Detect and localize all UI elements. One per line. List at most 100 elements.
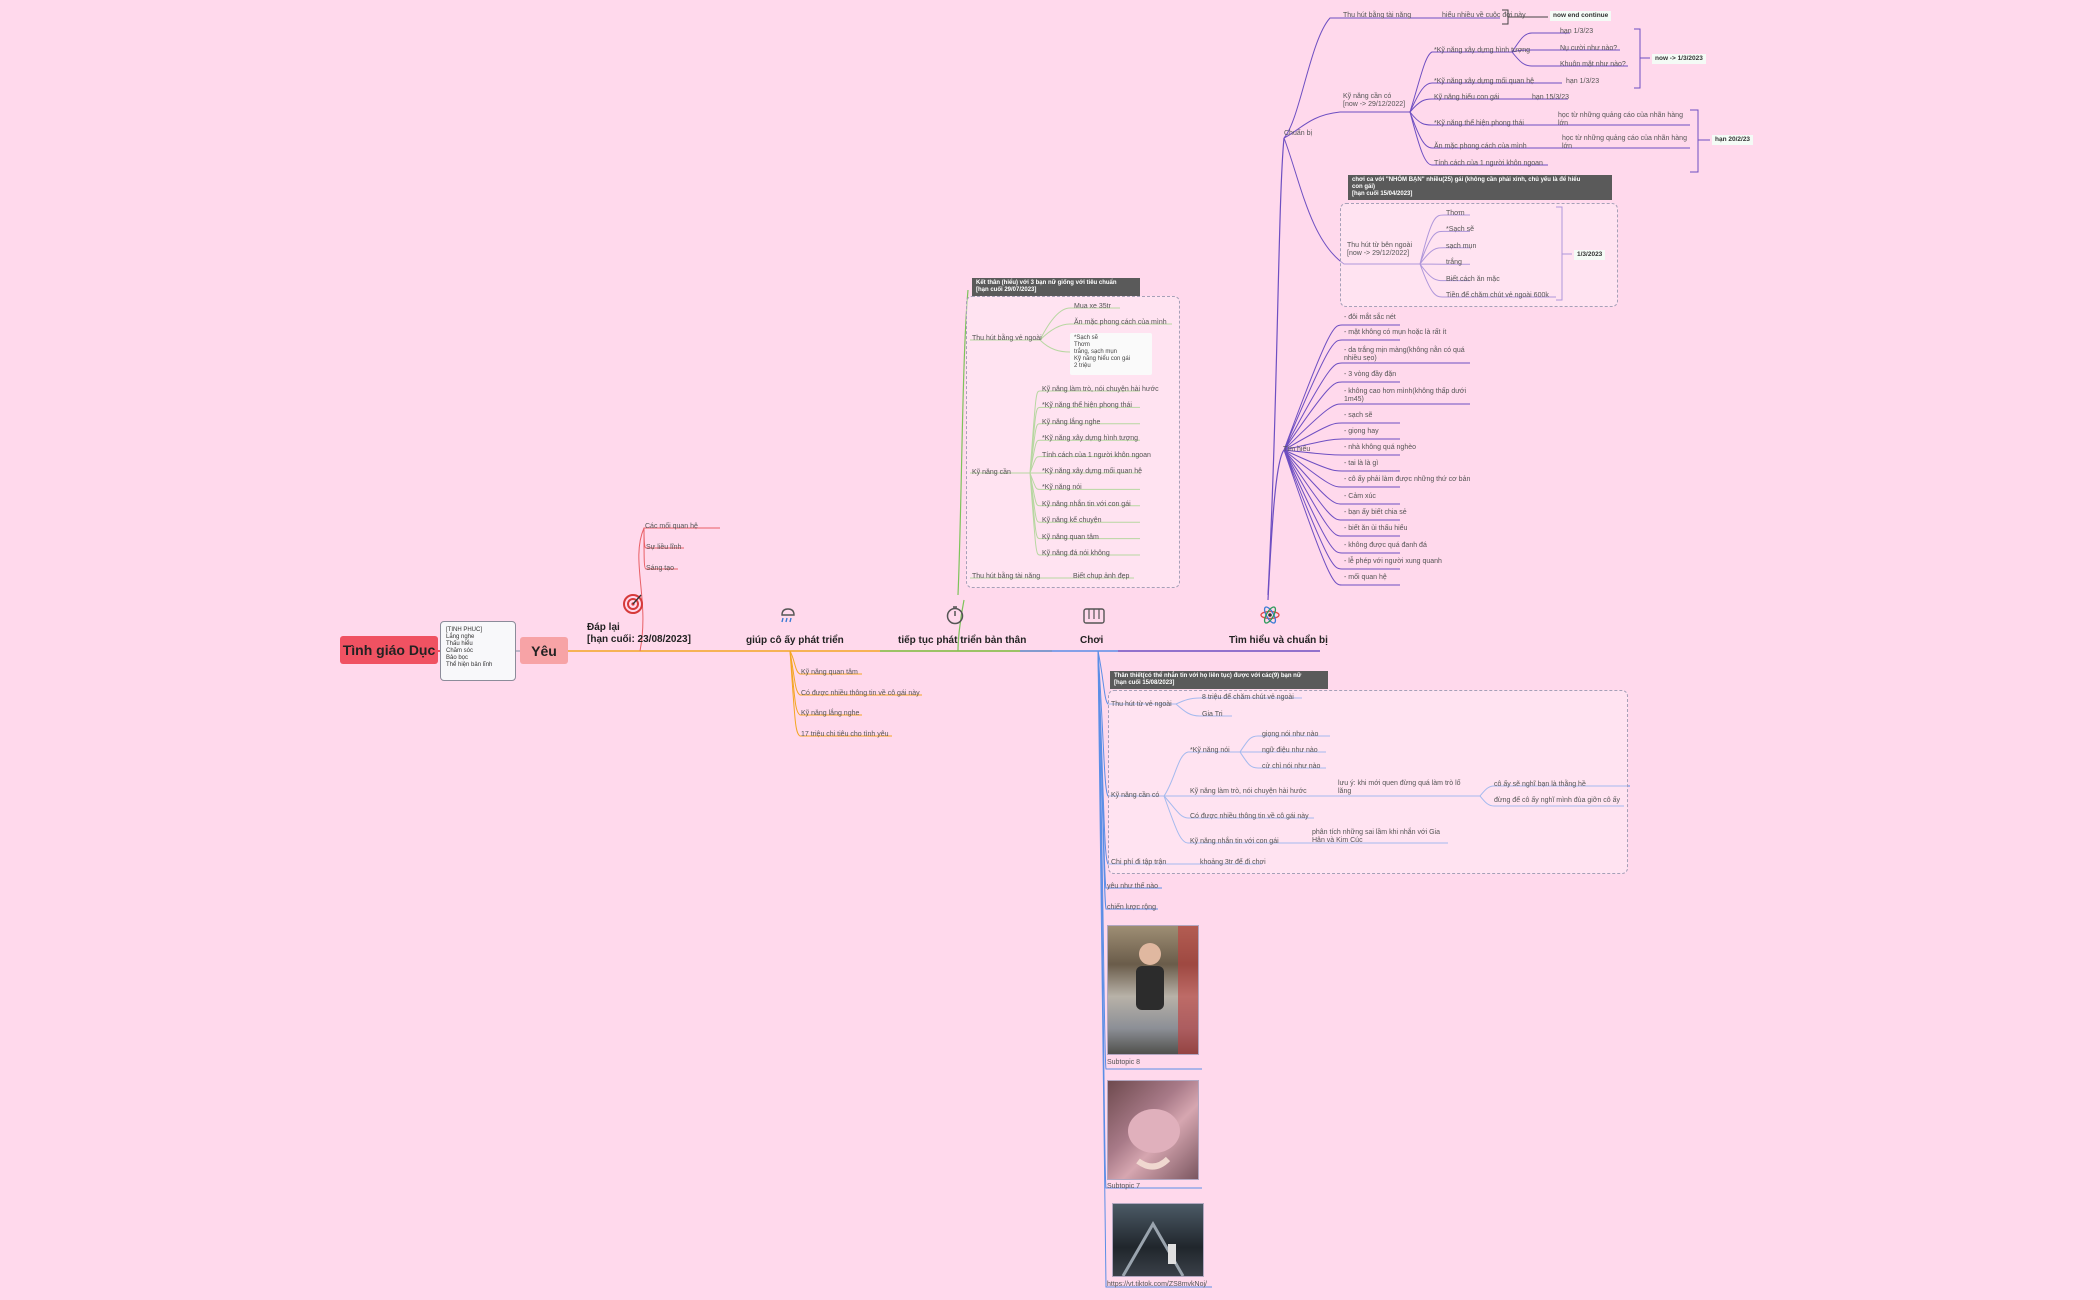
tiep-tuc-tainang-item[interactable]: Biết chụp ảnh đẹp: [1073, 573, 1130, 580]
photo-subtopic-7[interactable]: [1107, 1080, 1199, 1180]
tim-hieu-ngoai-item[interactable]: Thơm: [1446, 210, 1465, 217]
dap-lai-item[interactable]: Các mối quan hệ: [645, 523, 698, 530]
choi-ngoai-item[interactable]: Gia Tri: [1202, 711, 1223, 718]
choi-noi-item[interactable]: giọng nói như nào: [1262, 731, 1319, 738]
tim-hieu-tinhcach[interactable]: Tính cách của 1 người khôn ngoan: [1434, 160, 1543, 167]
choi-luu-y[interactable]: lưu ý: khi mới quen đừng quá làm trò lố …: [1338, 780, 1461, 796]
tim-hieu-item[interactable]: - mối quan hệ: [1344, 574, 1387, 581]
tiep-tuc-ngoai-item[interactable]: Mua xe 35tr: [1074, 303, 1111, 310]
choi-chiphi[interactable]: Chi phí đi tập trận: [1111, 859, 1167, 866]
subtopic-7-label[interactable]: Subtopic 7: [1107, 1183, 1141, 1190]
tiep-tuc-ngoai-item[interactable]: Ăn mặc phong cách của mình: [1074, 319, 1167, 326]
tim-hieu-ngoai-item[interactable]: trắng: [1446, 259, 1462, 267]
tim-hieu-item[interactable]: - Cảm xúc: [1344, 493, 1376, 500]
tim-hieu-ngoai[interactable]: Thu hút từ bên ngoài [now -> 29/12/2022]: [1347, 242, 1412, 258]
tim-hieu-kynang[interactable]: Kỹ năng cần có [now -> 29/12/2022]: [1343, 93, 1423, 109]
branch-tiep-tuc-title[interactable]: tiếp tục phát triển bản thân: [898, 635, 1027, 646]
tim-hieu-tainang-item[interactable]: hiểu nhiều về cuộc đời này: [1442, 12, 1526, 19]
tiep-tuc-kynang-item[interactable]: Kỹ năng đá nói không: [1042, 550, 1110, 557]
tim-hieu-item[interactable]: - biết ăn ủi thấu hiểu: [1344, 525, 1408, 532]
branch-giup-title[interactable]: giúp cô ấy phát triển: [746, 635, 844, 646]
tim-hieu-item[interactable]: - tai là là gì: [1344, 460, 1379, 467]
tim-hieu-phongthai[interactable]: *Kỹ năng thể hiện phong thái: [1434, 120, 1524, 127]
choi-noi-item[interactable]: ngữ điệu như nào: [1262, 747, 1318, 754]
now-tag[interactable]: now -> 1/3/2023: [1652, 54, 1706, 64]
tim-hieu-item[interactable]: - da trắng mịn màng(không nằn có quá nhi…: [1344, 347, 1465, 362]
choi-extra[interactable]: chiến lược rộng: [1107, 904, 1156, 911]
giup-item[interactable]: Có được nhiều thông tin về cô gái này: [801, 690, 920, 697]
tim-hieu-item[interactable]: - cô ấy phải làm được những thứ cơ bản: [1344, 476, 1471, 483]
now-end-tag[interactable]: now end continue: [1550, 11, 1612, 21]
hinhtuong-item[interactable]: Nụ cười như nào?: [1560, 45, 1618, 52]
tim-hieu-item[interactable]: - không cao hơn mình(không thấp dưới 1m4…: [1344, 388, 1467, 403]
choi-chiphi-item[interactable]: khoảng 3tr để đi chơi: [1200, 859, 1266, 866]
tim-hieu-ngoai-item[interactable]: Tiền để chăm chút vẻ ngoài 600k: [1446, 292, 1549, 299]
tiep-tuc-kynang-item[interactable]: Kỹ năng kể chuyện: [1042, 517, 1102, 525]
tiep-tuc-kynang-item[interactable]: Kỹ năng lắng nghe: [1042, 418, 1101, 426]
choi-nhantin-note[interactable]: phân tích những sai lầm khi nhắn với Gia…: [1312, 829, 1440, 845]
tim-hieu-ngoai-item[interactable]: *Sạch sẽ: [1446, 226, 1475, 234]
han20-tag[interactable]: hạn 20/2/23: [1712, 135, 1754, 145]
tiep-tuc-kynang[interactable]: Kỹ năng cần: [972, 469, 1011, 476]
branch-dap-lai-title[interactable]: Đáp lại [hạn cuối: 23/08/2023]: [587, 622, 691, 646]
tim-hieu-tainang[interactable]: Thu hút bằng tài năng: [1343, 12, 1412, 19]
tim-hieu-item[interactable]: - sạch sẽ: [1344, 412, 1373, 419]
tiep-tuc-kynang-item[interactable]: *Kỹ năng thể hiện phong thái: [1042, 402, 1132, 410]
branch-tim-hieu-title[interactable]: Tìm hiểu và chuẩn bị: [1229, 635, 1328, 646]
hinhtuong-item[interactable]: hạn 1/3/23: [1560, 28, 1594, 35]
giup-item[interactable]: 17 triệu chi tiêu cho tình yêu: [801, 731, 889, 738]
subtopic-8-label[interactable]: Subtopic 8: [1107, 1059, 1141, 1066]
tim-hieu-item[interactable]: - mặt không có mụn hoặc là rất ít: [1344, 329, 1447, 336]
tim-hieu-item[interactable]: - đôi mắt sắc nét: [1344, 314, 1396, 321]
phongthai-item[interactable]: học từ những quảng cáo của nhãn hàng lớn: [1558, 112, 1688, 128]
choi-luu-y-item[interactable]: cô ấy sẽ nghĩ bạn là thằng hề: [1494, 781, 1586, 788]
tim-hieu-header[interactable]: chơi ca với "NHÓM BẠN" nhiều(25) gái (kh…: [1348, 175, 1612, 200]
anmac-item[interactable]: học từ những quảng cáo của nhãn hàng lớn: [1562, 135, 1692, 151]
tim-hieu-quanhe[interactable]: *Kỹ năng xây dựng mối quan hệ: [1434, 78, 1535, 85]
choi-ngoai-item[interactable]: 8 triệu để chăm chút vẻ ngoài: [1202, 694, 1294, 701]
dap-lai-item[interactable]: Sáng tạo: [646, 565, 675, 572]
tim-hieu-item[interactable]: - lễ phép với người xung quanh: [1344, 558, 1442, 565]
choi-noi[interactable]: *Kỹ năng nói: [1190, 747, 1230, 754]
choi-ngoai[interactable]: Thu hút từ vẻ ngoài: [1111, 701, 1172, 708]
tiep-tuc-kynang-item[interactable]: Kỹ năng làm trò, nói chuyện hài hước: [1042, 386, 1159, 393]
tim-hieu-anmac[interactable]: Ăn mặc phong cách của mình: [1434, 143, 1527, 150]
tiep-tuc-tainang[interactable]: Thu hút bằng tài năng: [972, 573, 1041, 580]
tiep-tuc-kynang-item[interactable]: *Kỹ năng xây dựng hình tượng: [1042, 435, 1139, 443]
tim-hieu-item[interactable]: - 3 vòng đầy đặn: [1344, 371, 1397, 378]
love-node[interactable]: Yêu: [520, 637, 568, 664]
choi-kynang[interactable]: Kỹ năng cần có: [1111, 792, 1160, 799]
photo-tiktok[interactable]: [1112, 1203, 1204, 1277]
tim-hieu-item[interactable]: - giọng hay: [1344, 428, 1379, 435]
tiep-tuc-kynang-item[interactable]: *Kỹ năng xây dựng mối quan hệ: [1042, 468, 1143, 475]
tim-hieu-ngoai-item[interactable]: Biết cách ăn mặc: [1446, 275, 1500, 283]
tim-hieu-ngoai-item[interactable]: sạch mụn: [1446, 242, 1477, 250]
photo-subtopic-8[interactable]: [1107, 925, 1199, 1055]
tiep-tuc-kynang-item[interactable]: Kỹ năng nhắn tin với con gái: [1042, 500, 1131, 508]
choi-noi-item[interactable]: cử chỉ nói như nào: [1262, 763, 1321, 770]
tiep-tuc-kynang-item[interactable]: *Kỹ năng nói: [1042, 484, 1082, 492]
choi-thongtin[interactable]: Có được nhiều thông tin về cô gái này: [1190, 813, 1309, 820]
tiep-tuc-kynang-item[interactable]: Tính cách của 1 người khôn ngoan: [1042, 451, 1151, 459]
branch-choi-title[interactable]: Chơi: [1080, 635, 1104, 646]
tim-hieu-item[interactable]: - bạn ấy biết chia sẻ: [1344, 509, 1407, 516]
giup-item[interactable]: Kỹ năng quan tâm: [801, 669, 858, 676]
choi-header[interactable]: Thân thiết(có thể nhắn tin với họ liên t…: [1110, 671, 1328, 689]
choi-luu-y-item[interactable]: đừng để cô ấy nghĩ mình đùa giỡn cô ấy: [1494, 797, 1621, 804]
tiktok-link[interactable]: https://vt.tiktok.com/ZS8mvkNoj/: [1107, 1281, 1207, 1288]
choi-lamtro[interactable]: Kỹ năng làm trò, nói chuyện hài hước: [1190, 788, 1307, 795]
tim-hieu-timhieu[interactable]: Tìm hiểu: [1283, 446, 1311, 453]
tim-hieu-hieucongai[interactable]: Kỹ năng hiểu con gái: [1434, 94, 1500, 101]
tiep-tuc-kynang-item[interactable]: Kỹ năng quan tâm: [1042, 533, 1099, 541]
tiep-tuc-header[interactable]: Kết thân (hiểu) với 3 bạn nữ giống với t…: [972, 278, 1140, 296]
giup-item[interactable]: Kỹ năng lắng nghe: [801, 710, 860, 717]
tim-hieu-chuanbi[interactable]: Chuẩn bị: [1284, 130, 1313, 137]
root-node[interactable]: Tình giáo Dục: [340, 636, 438, 664]
hieucongai-item[interactable]: hạn 15/3/23: [1532, 94, 1569, 101]
dap-lai-item[interactable]: Sự liều lĩnh: [646, 544, 682, 551]
choi-nhantin[interactable]: Kỹ năng nhắn tin với con gái: [1190, 838, 1279, 845]
quanhe-item[interactable]: hạn 1/3/23: [1566, 78, 1600, 85]
tag-1-3-2023[interactable]: 1/3/2023: [1574, 250, 1606, 260]
